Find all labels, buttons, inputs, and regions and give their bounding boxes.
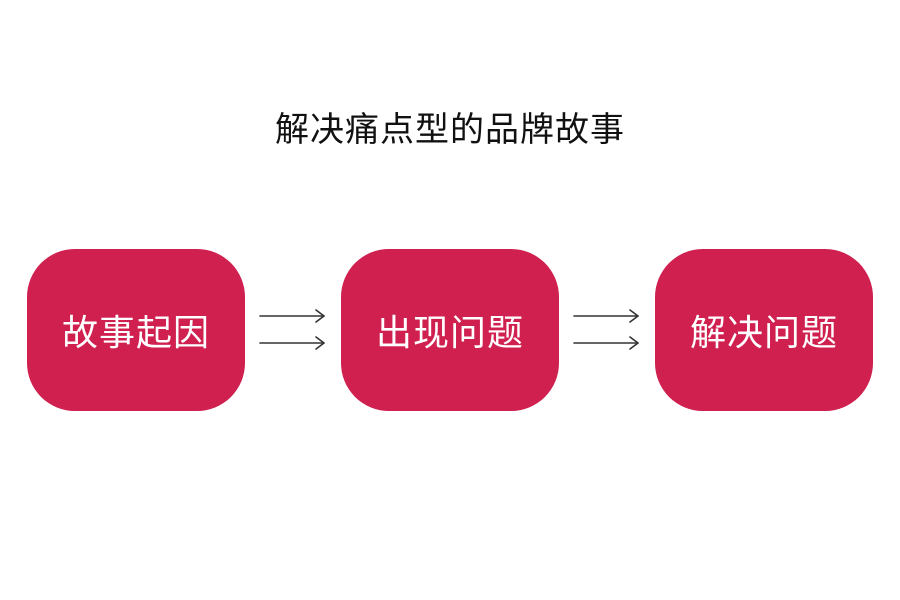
flow-node-label: 故事起因	[61, 313, 210, 354]
flow-node-problem-appears: 出现问题	[341, 249, 559, 411]
flow-node-label: 出现问题	[375, 313, 524, 354]
flow-node-label: 解决问题	[689, 313, 838, 354]
double-arrow-connector-1	[259, 309, 325, 350]
flow-node-problem-solved: 解决问题	[655, 249, 873, 411]
double-arrow-connector-2	[573, 309, 639, 350]
flow-node-story-origin: 故事起因	[27, 249, 245, 411]
diagram-title: 解决痛点型的品牌故事	[275, 110, 625, 150]
